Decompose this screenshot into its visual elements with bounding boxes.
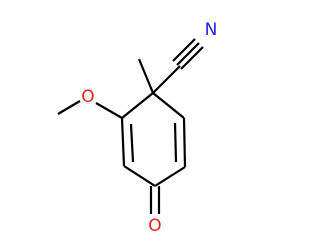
bond-c5-c6 [182, 117, 187, 168]
molecule-structure: N O O [57, 20, 218, 236]
bond-o-methyl [57, 100, 81, 115]
bond-c6-c1 [152, 92, 185, 119]
bond-cn-triple-b [176, 42, 200, 66]
bond-cn-triple-a [172, 38, 196, 62]
bond-c5-c6-inner [173, 122, 178, 163]
nitrogen-atom-label: N [205, 20, 218, 40]
bond-c1-methyl [137, 58, 155, 94]
bond-c2-o [95, 102, 123, 119]
bond-c2-c3-inner [129, 123, 135, 163]
bond-cn-triple-c [180, 46, 204, 70]
bond-c4-c5 [154, 166, 186, 187]
bond-c3-c4 [123, 165, 156, 187]
bond-c1-c2 [121, 92, 154, 119]
carbonyl-oxygen-atom-label: O [148, 216, 161, 236]
bond-c1-cn [152, 65, 181, 94]
bond-c2-c3 [120, 117, 126, 167]
ether-oxygen-atom-label: O [81, 87, 94, 107]
